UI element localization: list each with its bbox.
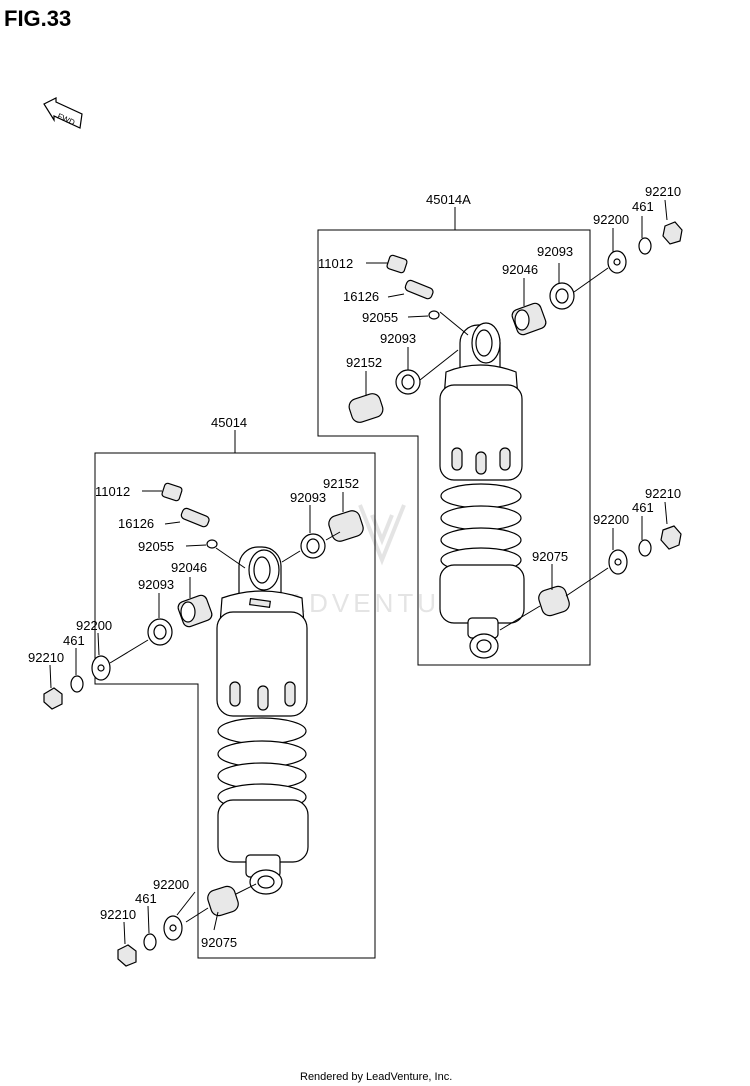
- label-16126-left: 16126: [118, 516, 154, 531]
- nut-92210-left-top: [43, 687, 63, 710]
- part-92055-right: [428, 310, 440, 320]
- label-92152-right: 92152: [346, 355, 382, 370]
- lock-washer-461-left-top: [70, 675, 84, 693]
- part-92093-left-outer: [147, 618, 173, 646]
- label-92093-left-outer: 92093: [138, 577, 174, 592]
- figure-title: FIG.33: [4, 6, 71, 31]
- label-92200-left-top: 92200: [76, 618, 112, 633]
- part-92055-left: [206, 539, 218, 549]
- assembly-label-45014: 45014: [211, 415, 247, 430]
- part-16126-right: [404, 279, 434, 300]
- nut-92210-right-top: [662, 221, 683, 245]
- washer-92200-right-bottom: [608, 549, 628, 575]
- part-92093-left-inner: [300, 533, 326, 559]
- label-92075-right: 92075: [532, 549, 568, 564]
- label-461-left-top: 461: [63, 633, 85, 648]
- labels-left: 45014 11012 16126 92055 92046 92093 9209…: [28, 415, 359, 950]
- rear-shock-absorber-left: [216, 546, 309, 895]
- part-92152-right: [348, 393, 384, 423]
- part-92046-right: [511, 302, 547, 336]
- label-92055-left: 92055: [138, 539, 174, 554]
- part-92046-left: [177, 594, 213, 628]
- label-16126-right: 16126: [343, 289, 379, 304]
- part-92152-left: [328, 510, 364, 542]
- lock-washer-461-left-bottom: [143, 933, 157, 951]
- label-92093-right-upper: 92093: [380, 331, 416, 346]
- part-92075-left: [207, 885, 239, 917]
- label-92200-left-bottom: 92200: [153, 877, 189, 892]
- washer-92200-right-top: [607, 250, 627, 274]
- label-92046-right: 92046: [502, 262, 538, 277]
- assembly-45014: [43, 430, 376, 967]
- label-92075-left: 92075: [201, 935, 237, 950]
- part-92093-right-lower: [549, 282, 575, 310]
- washer-92200-left-top: [91, 655, 111, 681]
- part-11012-right: [386, 254, 408, 274]
- label-92046-left: 92046: [171, 560, 207, 575]
- washer-92200-left-bottom: [163, 915, 183, 941]
- label-92093-left-inner: 92093: [290, 490, 326, 505]
- label-11012-left: 11012: [95, 484, 130, 499]
- rear-shock-absorber-right: [439, 322, 525, 659]
- label-11012-right: 11012: [318, 256, 353, 271]
- label-92152-left: 92152: [323, 476, 359, 491]
- part-16126-left: [180, 507, 210, 528]
- label-92210-left-bottom: 92210: [100, 907, 136, 922]
- assembly-45014a: [317, 199, 683, 666]
- label-461-right-bottom: 461: [632, 500, 654, 515]
- fwd-arrow-icon: FWD: [43, 97, 83, 129]
- label-92210-left-top: 92210: [28, 650, 64, 665]
- nut-92210-left-bottom: [117, 944, 137, 967]
- label-92093-right-lower: 92093: [537, 244, 573, 259]
- label-92200-right-top: 92200: [593, 212, 629, 227]
- label-461-left-bottom: 461: [135, 891, 157, 906]
- footer-credit: Rendered by LeadVenture, Inc.: [300, 1071, 452, 1083]
- label-461-right-top: 461: [632, 199, 654, 214]
- lock-washer-461-right-bottom: [638, 539, 652, 557]
- part-92075-right: [538, 585, 570, 617]
- labels-right: 45014A 11012 16126 92055 92093 92152 920…: [318, 184, 681, 564]
- nut-92210-right-bottom: [660, 525, 682, 550]
- part-92093-right-upper: [395, 369, 421, 395]
- label-92210-right-top: 92210: [645, 184, 681, 199]
- lock-washer-461-right-top: [638, 237, 652, 255]
- label-92210-right-bottom: 92210: [645, 486, 681, 501]
- label-92200-right-bottom: 92200: [593, 512, 629, 527]
- part-11012-left: [161, 482, 183, 502]
- assembly-label-45014a: 45014A: [426, 192, 471, 207]
- label-92055-right: 92055: [362, 310, 398, 325]
